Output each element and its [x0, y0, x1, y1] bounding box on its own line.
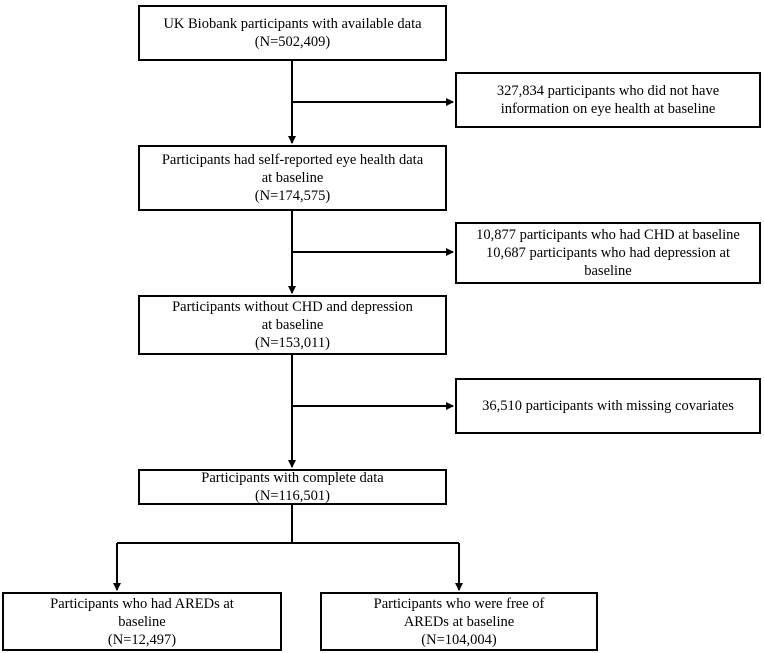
with-areds-label-2: baseline: [118, 613, 166, 630]
excluded-chd-line: 10,877 participants who had CHD at basel…: [476, 227, 740, 243]
with-areds-label: Participants who had AREDs at: [50, 595, 234, 612]
eye-data-box: Participants had self-reported eye healt…: [138, 145, 447, 211]
complete-count: (N=116,501): [255, 488, 330, 504]
excluded-dep-line-2: baseline: [584, 263, 632, 279]
excluded-cov-box: 36,510 participants with missing covaria…: [455, 378, 761, 434]
free-areds-label-2: AREDs at baseline: [403, 613, 515, 630]
enrolled-count: (N=502,409): [254, 34, 331, 50]
free-areds-count: (N=104,004): [421, 631, 497, 648]
free-areds-label: Participants who were free of: [373, 595, 545, 612]
eye-data-label: Participants had self-reported eye healt…: [161, 152, 424, 168]
eye-data-label-2: at baseline: [261, 170, 324, 186]
no-chd-dep-label: Participants without CHD and depression: [172, 299, 413, 315]
excluded-eye-box: 327,834 participants who did not have in…: [455, 72, 761, 128]
excluded-eye-line2: information on eye health at baseline: [500, 101, 716, 117]
enrolled-label: UK Biobank participants with available d…: [163, 16, 422, 32]
free-areds-box: Participants who were free of AREDs at b…: [320, 592, 598, 651]
excluded-chd-dep-box: 10,877 participants who had CHD at basel…: [455, 222, 761, 284]
no-chd-dep-box: Participants without CHD and depression …: [138, 295, 447, 355]
complete-box: Participants with complete data (N=116,5…: [138, 469, 447, 505]
excluded-dep-line: 10,687 participants who had depression a…: [485, 245, 731, 261]
enrolled-box: UK Biobank participants with available d…: [138, 5, 447, 61]
excluded-eye-line1: 327,834 participants who did not have: [496, 83, 720, 99]
no-chd-dep-label-2: at baseline: [261, 317, 324, 333]
excluded-cov-line: 36,510 participants with missing covaria…: [482, 398, 734, 414]
no-chd-dep-count: (N=153,011): [255, 335, 330, 351]
with-areds-count: (N=12,497): [107, 631, 177, 648]
complete-label: Participants with complete data: [201, 470, 384, 486]
with-areds-box: Participants who had AREDs at baseline (…: [2, 592, 282, 651]
eye-data-count: (N=174,575): [254, 188, 331, 204]
